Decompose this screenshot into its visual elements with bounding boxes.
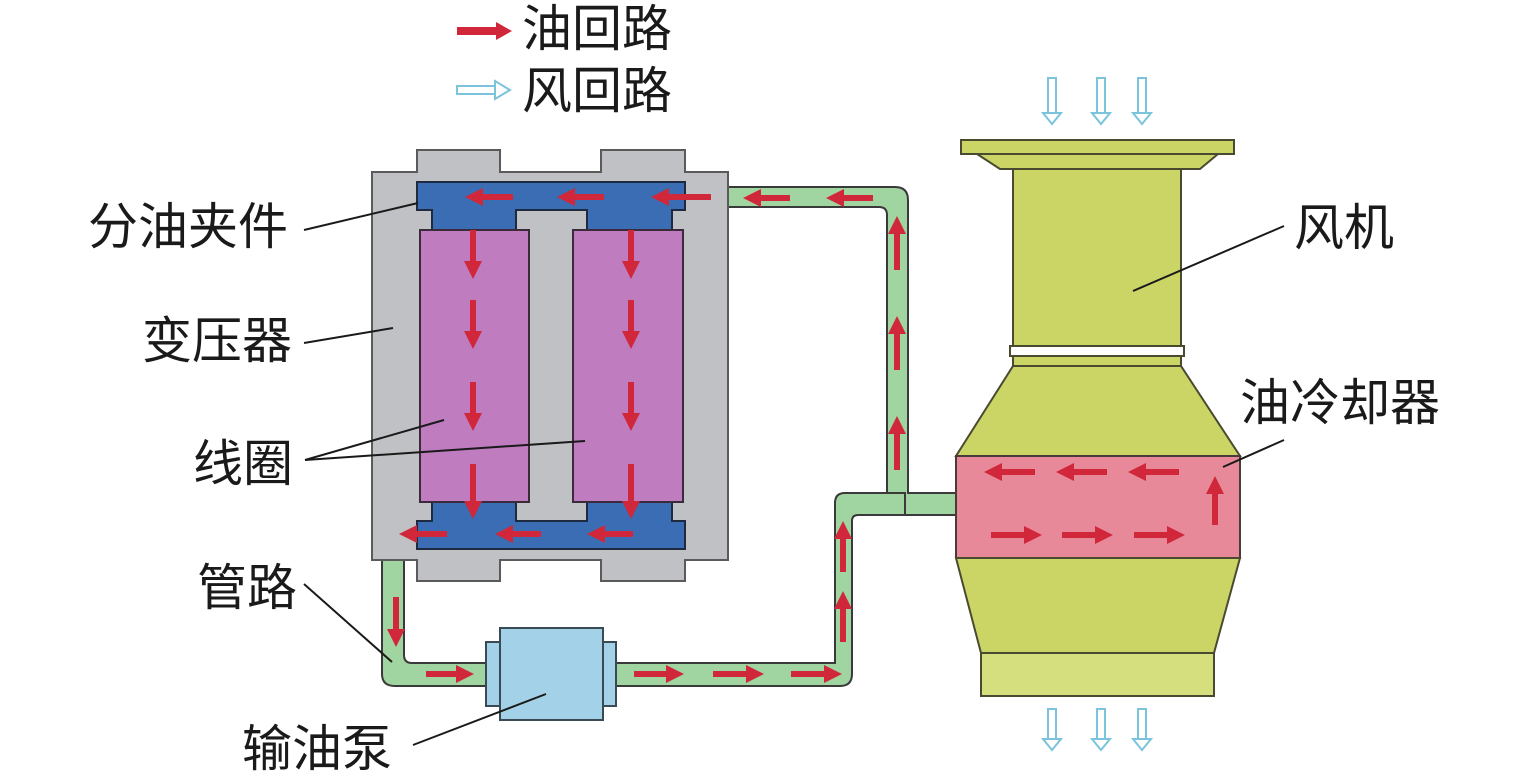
- fan-outlet: [980, 652, 1215, 697]
- air-out-arrow-icon: [1089, 708, 1113, 752]
- label-pump: 输油泵: [242, 720, 392, 778]
- oil-clamp-bottom: [416, 501, 686, 550]
- air-flow-arrows: [1040, 77, 1154, 752]
- label-oil-cooler: 油冷却器: [1240, 374, 1440, 432]
- label-oil-clamp: 分油夹件: [88, 198, 288, 256]
- label-pipe: 管路: [197, 559, 297, 617]
- label-coil: 线圈: [193, 435, 293, 493]
- oil-flow-arrows: [387, 188, 1224, 683]
- fan-cooler-unit: [954, 139, 1242, 697]
- pipe-return: [727, 186, 959, 516]
- air-in-arrow-icon: [1040, 77, 1064, 126]
- legend-oil-label: 油回路: [522, 0, 672, 58]
- lower-cone: [954, 557, 1242, 654]
- label-transformer: 变压器: [142, 312, 292, 370]
- air-out-arrow-icon: [1040, 708, 1064, 752]
- legend: 油回路 风回路: [456, 0, 672, 120]
- oil-pump: [485, 627, 617, 721]
- air-in-arrow-icon: [1130, 77, 1154, 126]
- fan-body: [1012, 168, 1182, 347]
- fan-top-flange: [960, 139, 1235, 155]
- coil-left: [419, 229, 530, 503]
- legend-oil-arrow-icon: [457, 22, 512, 40]
- transformer: [371, 149, 729, 582]
- coil-right: [572, 229, 684, 503]
- air-out-arrow-icon: [1130, 708, 1154, 752]
- pipe-supply: [381, 492, 906, 687]
- legend-air-label: 风回路: [522, 62, 672, 120]
- leader-lines: [303, 202, 1285, 746]
- legend-air-arrow-icon: [456, 79, 512, 101]
- upper-cone: [954, 365, 1242, 457]
- label-fan: 风机: [1294, 199, 1394, 257]
- air-in-arrow-icon: [1089, 77, 1113, 126]
